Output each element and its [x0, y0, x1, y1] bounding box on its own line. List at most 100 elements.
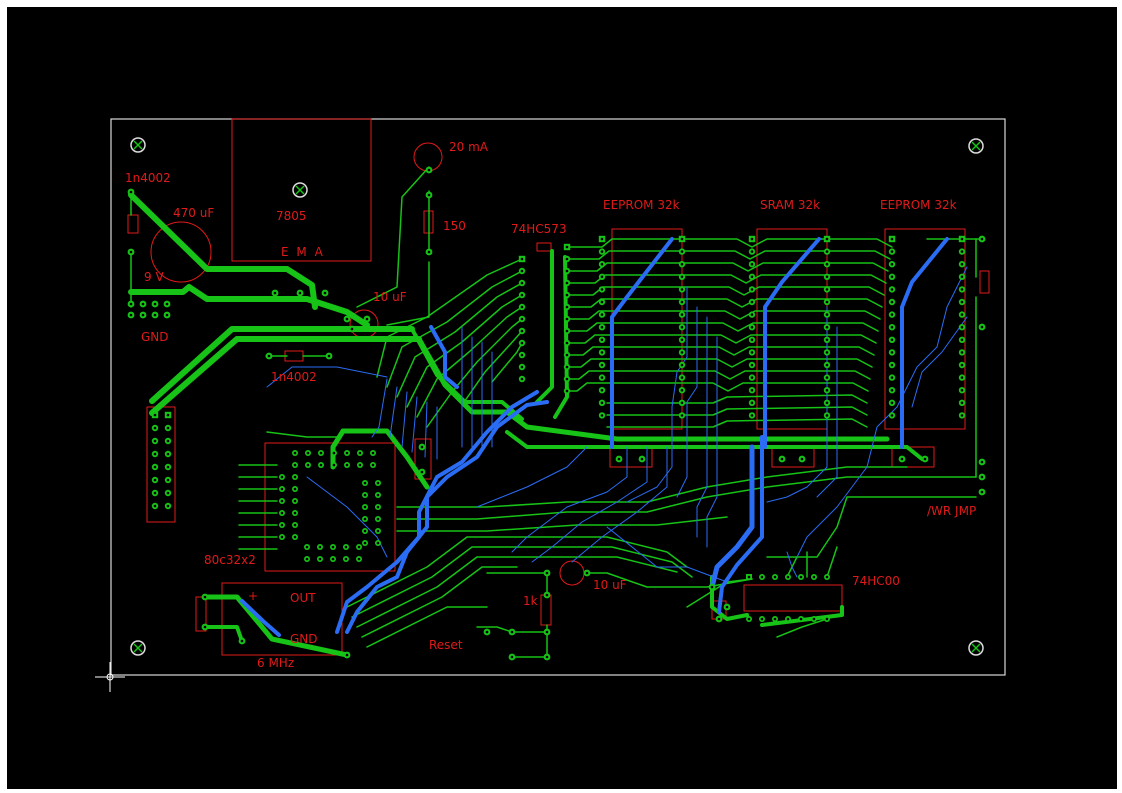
board-outline	[110, 118, 1006, 676]
label-resistor-150: 150	[443, 219, 466, 233]
drill-hole	[600, 376, 604, 379]
drill-hole	[129, 302, 133, 306]
drill-hole	[825, 250, 829, 253]
drill-hole	[203, 595, 207, 599]
drill-hole	[510, 630, 514, 634]
drill-hole	[363, 481, 367, 485]
drill-hole	[890, 363, 894, 367]
drill-hole	[305, 545, 309, 549]
drill-hole	[825, 363, 829, 367]
drill-hole	[710, 585, 714, 589]
drill-hole	[960, 376, 964, 379]
drill-hole	[520, 377, 524, 381]
drill-hole	[890, 388, 894, 392]
drill-hole	[510, 655, 514, 659]
drill-hole	[327, 354, 331, 358]
drill-hole	[565, 389, 569, 393]
label-cap-10uf-bottom: 10 uF	[593, 578, 627, 592]
drill-hole	[358, 463, 362, 467]
drill-hole	[890, 262, 894, 266]
drill-hole	[600, 414, 604, 417]
drill-hole	[306, 451, 310, 455]
drill-hole	[153, 452, 157, 456]
drill-hole	[960, 300, 964, 304]
label-cap-main: 470 uF	[173, 206, 214, 220]
drill-hole	[363, 517, 367, 521]
drill-hole	[750, 325, 754, 329]
drill-hole	[890, 325, 894, 329]
label-gnd-crystal: GND	[290, 632, 318, 646]
drill-hole	[420, 470, 424, 474]
drill-hole	[376, 517, 380, 521]
drill-hole	[371, 463, 375, 467]
drill-hole	[750, 275, 754, 279]
drill-hole	[750, 300, 754, 304]
pcb-editor-canvas[interactable]: 1n4002 470 uF 9 V GND 7805 E M A 20 mA 1…	[7, 7, 1117, 789]
drill-hole	[565, 377, 569, 381]
drill-hole	[890, 414, 894, 417]
drill-hole	[600, 325, 604, 329]
drill-hole	[750, 262, 754, 266]
label-regulator: 7805	[276, 209, 307, 223]
label-latch: 74HC573	[511, 222, 567, 236]
drill-hole	[786, 575, 790, 579]
drill-hole	[600, 300, 604, 304]
drill-hole	[680, 414, 684, 417]
drill-hole	[565, 293, 569, 297]
drill-hole	[293, 523, 297, 527]
drill-hole	[750, 313, 754, 316]
drill-hole	[923, 457, 927, 461]
drill-hole	[280, 487, 284, 491]
label-crystal: 6 MHz	[257, 656, 294, 670]
label-cap-10uf-top: 10 uF	[373, 290, 407, 304]
drill-hole	[773, 575, 777, 579]
mounting-hole-icon	[968, 138, 984, 154]
drill-hole	[166, 504, 170, 508]
drill-hole	[825, 575, 829, 579]
drill-hole	[565, 341, 569, 345]
drill-hole	[960, 288, 964, 291]
drill-hole	[427, 250, 431, 254]
drill-hole	[565, 257, 569, 261]
drill-hole	[545, 630, 549, 634]
label-diode1: 1n4002	[125, 171, 171, 185]
drill-hole	[960, 325, 964, 329]
drill-hole	[890, 401, 894, 405]
drill-hole	[890, 338, 894, 342]
drill-hole	[520, 329, 524, 333]
drill-hole	[363, 529, 367, 533]
drill-hole	[750, 351, 754, 354]
drill-hole	[980, 475, 984, 479]
drill-hole	[485, 630, 489, 634]
label-mcu: 80c32x2	[204, 553, 256, 567]
drill-hole	[153, 478, 157, 482]
drill-hole	[345, 451, 349, 455]
drill-hole	[319, 451, 323, 455]
drill-hole	[890, 250, 894, 253]
drill-hole	[345, 653, 349, 657]
drill-hole	[680, 313, 684, 316]
drill-hole	[166, 439, 170, 443]
drill-hole	[980, 237, 984, 241]
mounting-hole-icon	[130, 640, 146, 656]
drill-hole	[363, 541, 367, 545]
drill-hole	[427, 193, 431, 197]
drill-hole	[129, 250, 133, 254]
drill-hole	[680, 325, 684, 329]
label-reg-pins: E M A	[281, 245, 325, 259]
drill-hole	[129, 190, 133, 194]
drill-hole	[980, 490, 984, 494]
label-diode2: 1n4002	[271, 370, 317, 384]
drill-hole	[750, 414, 754, 417]
drill-hole	[890, 351, 894, 354]
drill-hole	[298, 291, 302, 295]
drill-hole	[960, 388, 964, 392]
label-eeprom2: EEPROM 32k	[880, 198, 957, 212]
drill-hole	[153, 302, 157, 306]
drill-hole	[545, 655, 549, 659]
drill-hole	[565, 245, 569, 249]
drill-hole	[890, 288, 894, 291]
drill-hole	[890, 237, 894, 241]
drill-hole	[600, 250, 604, 253]
drill-hole	[318, 557, 322, 561]
